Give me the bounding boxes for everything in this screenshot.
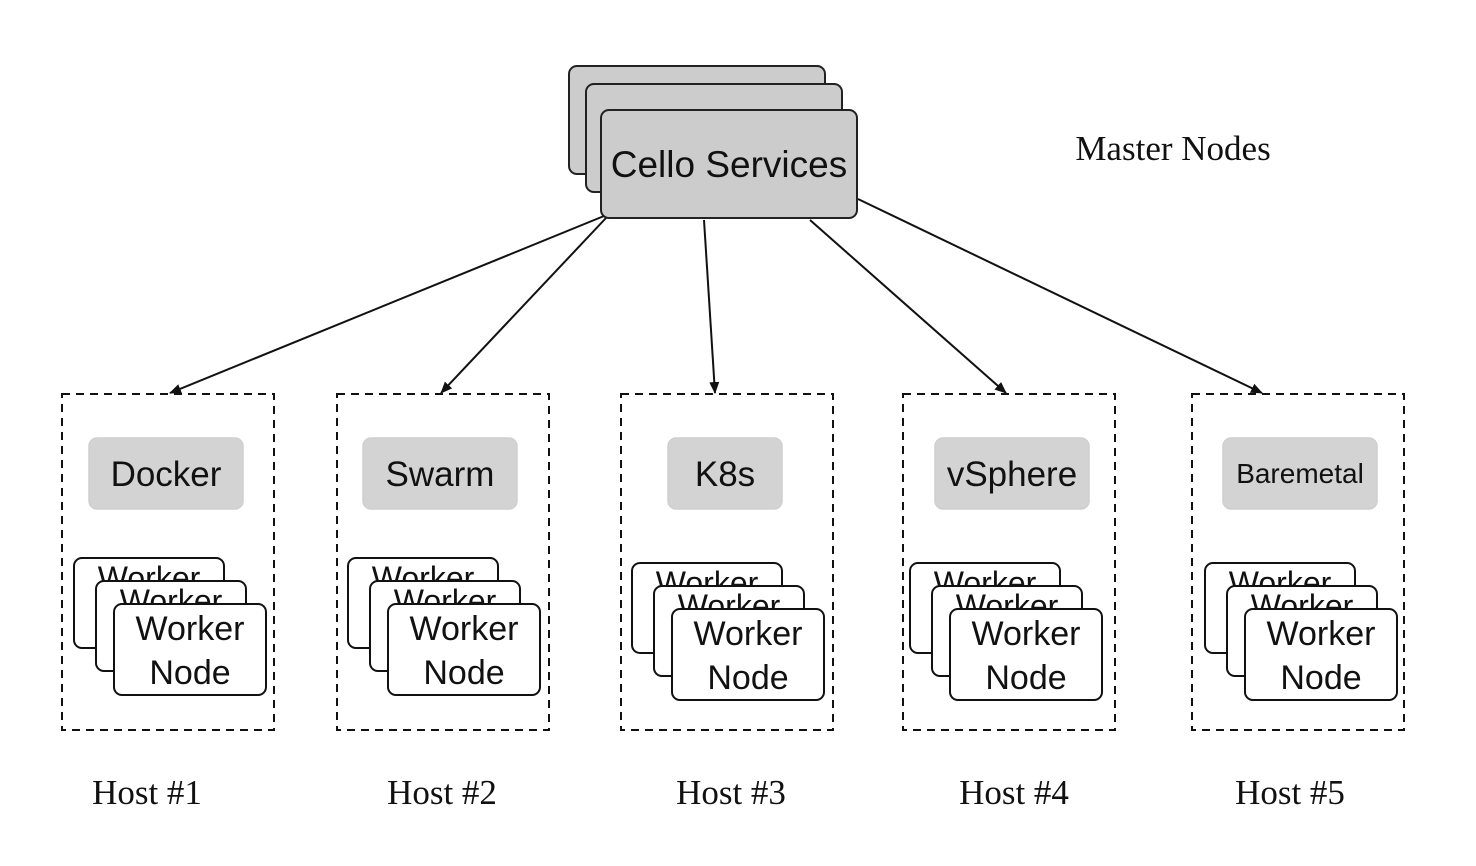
host-2: Swarm Worker Worker Worker Node Host #2 bbox=[336, 393, 550, 812]
master-node-label: Cello Services bbox=[611, 144, 847, 185]
platform-label: vSphere bbox=[947, 455, 1077, 494]
worker-node-label-line1: Worker bbox=[972, 615, 1081, 653]
worker-node-front bbox=[113, 603, 267, 696]
host-caption: Host #2 bbox=[387, 773, 497, 812]
master-nodes-caption: Master Nodes bbox=[1075, 129, 1270, 168]
worker-node-label-line1: Worker bbox=[136, 610, 245, 648]
host-caption: Host #1 bbox=[92, 773, 202, 812]
arrow-to-host-5 bbox=[857, 198, 1263, 394]
platform-box bbox=[934, 437, 1090, 510]
host-boundary bbox=[620, 393, 834, 731]
worker-node-front bbox=[387, 603, 541, 696]
worker-node-label-line2: Node bbox=[149, 654, 230, 692]
platform-label: Baremetal bbox=[1236, 458, 1364, 489]
host-5: Baremetal Worker Worker Worker Node Host… bbox=[1191, 393, 1405, 812]
worker-node-label-line2: Node bbox=[985, 659, 1066, 697]
host-caption: Host #3 bbox=[676, 773, 786, 812]
host-1: Docker Worker Worker Worker Node Host #1 bbox=[61, 393, 275, 812]
arrow-to-host-3 bbox=[703, 219, 720, 394]
worker-node-front bbox=[1244, 608, 1398, 701]
platform-box bbox=[88, 437, 244, 510]
platform-label: K8s bbox=[695, 455, 755, 494]
connection-arrows bbox=[169, 198, 1263, 394]
master-node-front bbox=[600, 109, 858, 219]
host-boundary bbox=[336, 393, 550, 731]
host-boundary bbox=[902, 393, 1116, 731]
arrow-to-host-4 bbox=[809, 219, 1007, 394]
platform-box bbox=[667, 437, 783, 510]
arrow-to-host-2 bbox=[440, 217, 607, 394]
platform-label: Swarm bbox=[386, 455, 495, 494]
host-caption: Host #5 bbox=[1235, 773, 1345, 812]
worker-node-front bbox=[671, 608, 825, 701]
worker-node-label-line1: Worker bbox=[694, 615, 803, 653]
worker-node-label-line1: Worker bbox=[410, 610, 519, 648]
platform-label: Docker bbox=[111, 455, 222, 494]
worker-node-label-line2: Node bbox=[1280, 659, 1361, 697]
host-boundary bbox=[1191, 393, 1405, 731]
worker-node-front bbox=[949, 608, 1103, 701]
host-4: vSphere Worker Worker Worker Node Host #… bbox=[902, 393, 1116, 812]
arrow-to-host-1 bbox=[169, 215, 605, 394]
master-node-stack: Cello Services bbox=[568, 65, 858, 219]
worker-node-label-line2: Node bbox=[707, 659, 788, 697]
platform-box bbox=[1222, 437, 1378, 510]
worker-node-label-line2: Node bbox=[423, 654, 504, 692]
platform-box bbox=[362, 437, 518, 510]
host-boundary bbox=[61, 393, 275, 731]
host-3: K8s Worker Worker Worker Node Host #3 bbox=[620, 393, 834, 812]
worker-node-label-line1: Worker bbox=[1267, 615, 1376, 653]
host-caption: Host #4 bbox=[959, 773, 1069, 812]
